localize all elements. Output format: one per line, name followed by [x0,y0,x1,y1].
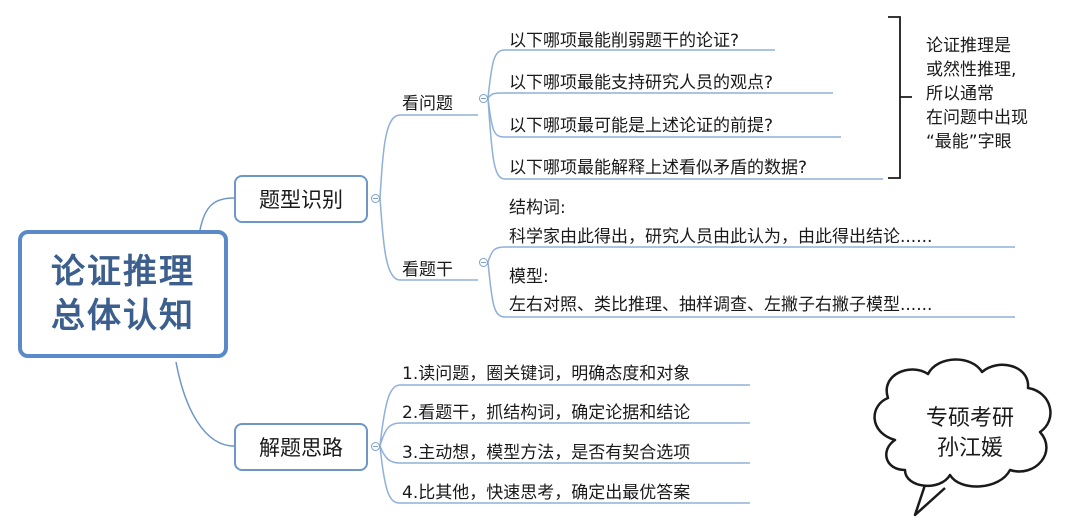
collapse-toggle-icon[interactable] [479,258,488,267]
node-look-stem[interactable]: 看题干 [402,260,453,280]
solve-step[interactable]: 4.比其他，快速思考，确定出最优答案 [402,483,691,503]
note-line: 论证推理是 [926,36,1011,56]
structure-words-title: 结构词: [509,198,566,218]
note-line: “最能”字眼 [926,132,1012,152]
question-item[interactable]: 以下哪项最可能是上述论证的前提? [509,116,774,136]
branch-type-identify[interactable]: 题型识别 [234,175,368,223]
branch-solve[interactable]: 解题思路 [234,423,368,471]
node-look-question[interactable]: 看问题 [402,94,453,114]
question-item[interactable]: 以下哪项最能支持研究人员的观点? [509,73,774,93]
connector-branch1-look-stem [379,197,478,281]
collapse-toggle-icon[interactable] [479,94,488,103]
root-title-line2: 总体认知 [51,296,195,336]
note-line: 在问题中出现 [926,108,1028,128]
cloud-callout-text: 专硕考研 孙江媛 [900,404,1040,464]
structure-words-text[interactable]: 科学家由此得出，研究人员由此认为，由此得出结论...... [509,227,933,247]
model-title: 模型: [509,267,549,287]
cloud-line2: 孙江媛 [936,436,1003,461]
root-node[interactable]: 论证推理 总体认知 [18,230,228,358]
speech-cloud [873,358,1052,517]
question-item[interactable]: 以下哪项最能解释上述看似矛盾的数据? [509,158,808,178]
connector-branch1-look-question [379,114,478,199]
branch-type-identify-label: 题型识别 [259,188,343,212]
collapse-toggle-icon[interactable] [371,194,380,203]
bracket-note: 论证推理是 或然性推理, 所以通常 在问题中出现 “最能”字眼 [926,34,1066,154]
question-item[interactable]: 以下哪项最能削弱题干的论证? [509,31,740,51]
cloud-line1: 专硕考研 [925,406,1014,431]
model-text[interactable]: 左右对照、类比推理、抽样调查、左撇子右撇子模型...... [509,295,933,315]
note-line: 或然性推理, [926,60,1017,80]
root-title-line1: 论证推理 [51,252,195,292]
connector-root-branch1 [199,197,235,231]
solve-step[interactable]: 2.看题干，抓结构词，确定论据和结论 [402,403,691,423]
connector-root-branch2 [175,361,235,447]
collapse-toggle-icon[interactable] [371,442,380,451]
branch-solve-label: 解题思路 [259,436,343,460]
solve-step[interactable]: 3.主动想，模型方法，是否有契合选项 [402,443,691,463]
right-bracket [888,16,912,179]
solve-step[interactable]: 1.读问题，圈关键词，明确态度和对象 [402,364,691,384]
note-line: 所以通常 [926,84,994,104]
connector-branch2-steps [379,384,750,447]
